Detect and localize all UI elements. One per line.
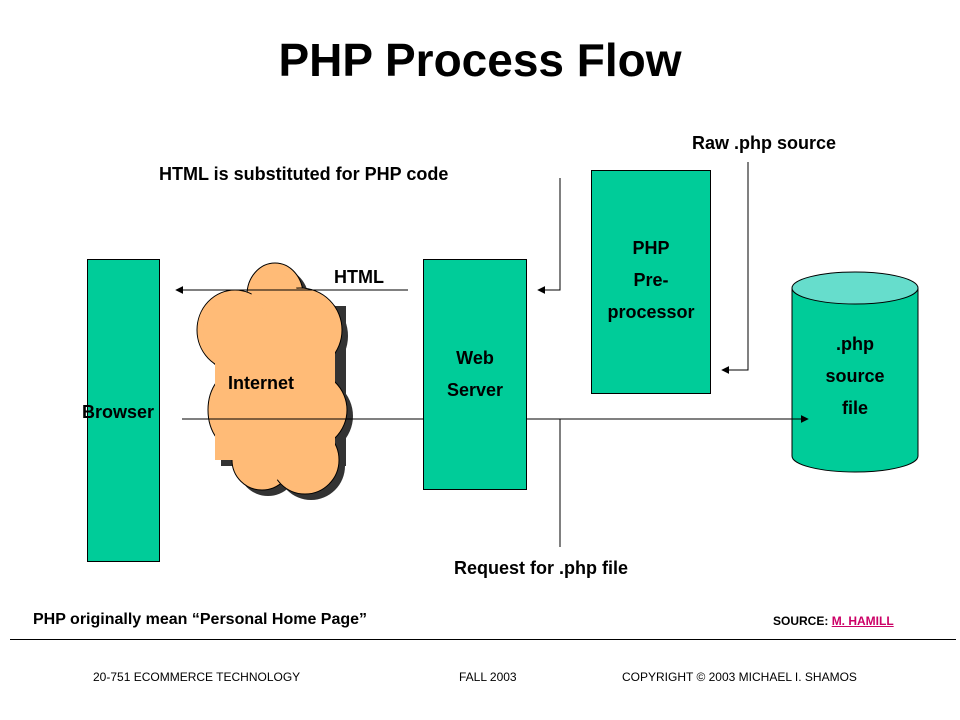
raw-source-arrow: [721, 162, 749, 374]
slide-title: PHP Process Flow: [278, 34, 682, 86]
source-prefix: SOURCE:: [773, 614, 829, 628]
note-text: PHP originally mean “Personal Home Page”: [33, 611, 368, 628]
footer-course: 20-751 ECOMMERCE TECHNOLOGY: [93, 670, 301, 684]
footer-term: FALL 2003: [459, 670, 517, 684]
web-server-box: [423, 259, 527, 490]
browser-box: [87, 259, 160, 562]
source-file-line-2: source: [825, 366, 885, 386]
footer-copyright: COPYRIGHT © 2003 MICHAEL I. SHAMOS: [622, 670, 857, 684]
html-label: HTML: [334, 267, 384, 287]
internet-cloud-fillcover: [203, 274, 342, 488]
footer-divider: [10, 639, 956, 640]
web-server-line-2: Server: [446, 380, 504, 400]
php-preprocessor-box: [591, 170, 711, 394]
browser-label: Browser: [82, 402, 155, 422]
source-credit: SOURCE: M. HAMILL: [773, 614, 894, 628]
preprocessor-to-server-arrow: [537, 178, 561, 294]
web-server-line-1: Web: [456, 348, 494, 368]
raw-source-label: Raw .php source: [692, 133, 837, 153]
source-author-link[interactable]: M. HAMILL: [831, 614, 894, 628]
source-file-line-1: .php: [836, 334, 874, 354]
php-source-file-label: .php source file: [792, 328, 918, 424]
preprocessor-line-2: Pre-: [633, 270, 669, 290]
preprocessor-line-3: processor: [607, 302, 695, 322]
preprocessor-line-1: PHP: [632, 238, 670, 258]
php-preprocessor-label: PHP Pre- processor: [591, 232, 711, 328]
html-substituted-label: HTML is substituted for PHP code: [159, 164, 449, 184]
web-server-label: Web Server: [423, 342, 527, 406]
source-file-line-3: file: [841, 398, 868, 418]
php-source-file-cylinder: [791, 271, 919, 473]
request-label: Request for .php file: [454, 558, 629, 578]
internet-label: Internet: [228, 373, 295, 393]
